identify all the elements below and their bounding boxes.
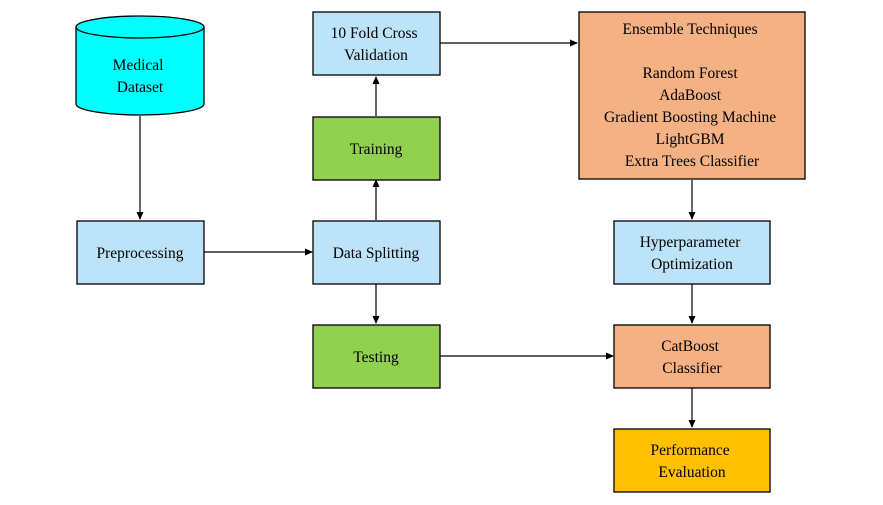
- node-label: Training: [350, 141, 403, 158]
- label-line: Optimization: [651, 256, 733, 273]
- label-line: Evaluation: [658, 464, 725, 481]
- label-line: Performance: [650, 442, 729, 459]
- label-line: Classifier: [662, 360, 722, 377]
- database-cylinder-top-rim: [75, 26, 205, 39]
- node-label: Ensemble Techniques Random Forest AdaBoo…: [604, 21, 780, 170]
- process-box: [312, 324, 441, 389]
- label-line: Medical: [113, 57, 164, 74]
- label-line: Preprocessing: [97, 245, 184, 262]
- node-cross-validation: 10 Fold Cross Validation: [312, 11, 441, 76]
- label-line: Hyperparameter: [640, 234, 742, 251]
- label-line: CatBoost: [661, 338, 719, 355]
- process-box: [312, 116, 441, 181]
- label-line: LightGBM: [656, 131, 725, 148]
- process-box: [312, 11, 441, 76]
- process-box: [613, 220, 771, 285]
- label-line: Training: [350, 141, 403, 158]
- label-line: Validation: [344, 47, 408, 64]
- process-box: [613, 324, 771, 389]
- node-label: 10 Fold Cross Validation: [331, 25, 422, 64]
- label-line: Ensemble Techniques: [623, 21, 758, 38]
- label-line: Testing: [353, 349, 399, 366]
- node-label: CatBoost Classifier: [661, 338, 723, 377]
- node-label: Hyperparameter Optimization: [640, 234, 745, 273]
- node-hyperparameter-optimization: Hyperparameter Optimization: [613, 220, 771, 285]
- node-preprocessing: Preprocessing: [76, 220, 205, 285]
- label-line: Data Splitting: [333, 245, 420, 262]
- node-catboost-classifier: CatBoost Classifier: [613, 324, 771, 389]
- node-ensemble-techniques: Ensemble Techniques Random Forest AdaBoo…: [578, 11, 806, 180]
- node-label: Preprocessing: [97, 245, 184, 262]
- node-label: Testing: [353, 349, 399, 366]
- node-performance-evaluation: Performance Evaluation: [613, 428, 771, 493]
- node-medical-dataset: Medical Dataset: [75, 15, 205, 116]
- label-line: Random Forest: [642, 65, 738, 82]
- label-line: Dataset: [117, 79, 164, 96]
- node-label: Medical Dataset: [113, 57, 168, 96]
- label-line: AdaBoost: [659, 87, 722, 104]
- node-testing: Testing: [312, 324, 441, 389]
- process-box: [578, 11, 806, 180]
- process-box: [76, 220, 205, 285]
- node-data-splitting: Data Splitting: [312, 220, 441, 285]
- process-box: [613, 428, 771, 493]
- node-label: Performance Evaluation: [650, 442, 733, 481]
- label-line: 10 Fold Cross: [331, 25, 418, 42]
- process-box: [312, 220, 441, 285]
- node-training: Training: [312, 116, 441, 181]
- label-line: Gradient Boosting Machine: [604, 109, 776, 126]
- edges: [136, 39, 696, 428]
- database-cylinder-icon: [75, 15, 205, 116]
- label-line: Extra Trees Classifier: [625, 153, 760, 170]
- node-label: Data Splitting: [333, 245, 420, 262]
